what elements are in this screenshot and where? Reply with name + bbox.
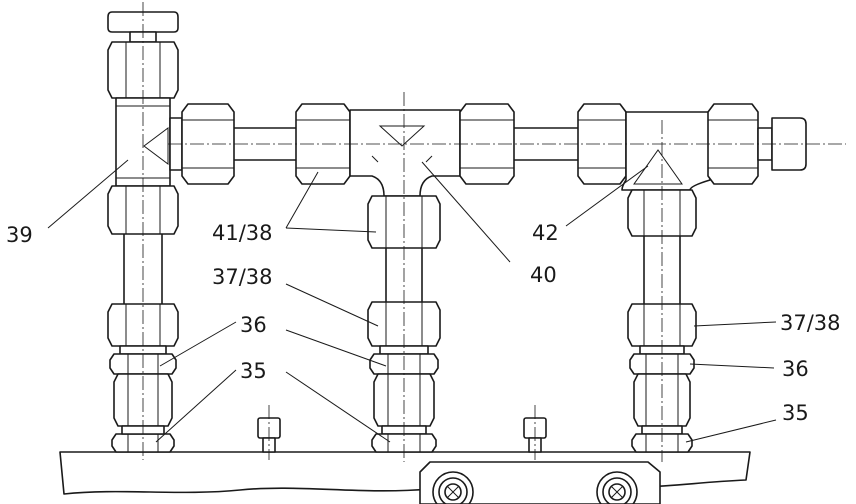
- bolt-right: [596, 471, 638, 504]
- center-column: [367, 92, 441, 462]
- labels: 39 41/38 40 42 37/38 37/38 36 36 35 35: [6, 221, 841, 425]
- pin-right: [523, 405, 547, 460]
- leader-lines: [47, 159, 777, 443]
- label-40: 40: [530, 263, 557, 287]
- label-41-38: 41/38: [212, 221, 273, 245]
- label-39: 39: [6, 223, 33, 247]
- pin-left: [257, 405, 281, 460]
- label-42: 42: [532, 221, 559, 245]
- base-plate: [59, 405, 751, 504]
- left-column: [107, 2, 183, 460]
- horizontal-run: [168, 103, 846, 197]
- right-column: [627, 120, 697, 462]
- label-36-right: 36: [782, 357, 809, 381]
- label-36-left: 36: [240, 313, 267, 337]
- label-35-right: 35: [782, 401, 809, 425]
- label-37-38-left: 37/38: [212, 265, 273, 289]
- label-35-left: 35: [240, 359, 267, 383]
- label-37-38-right: 37/38: [780, 311, 841, 335]
- bolt-left: [432, 471, 474, 504]
